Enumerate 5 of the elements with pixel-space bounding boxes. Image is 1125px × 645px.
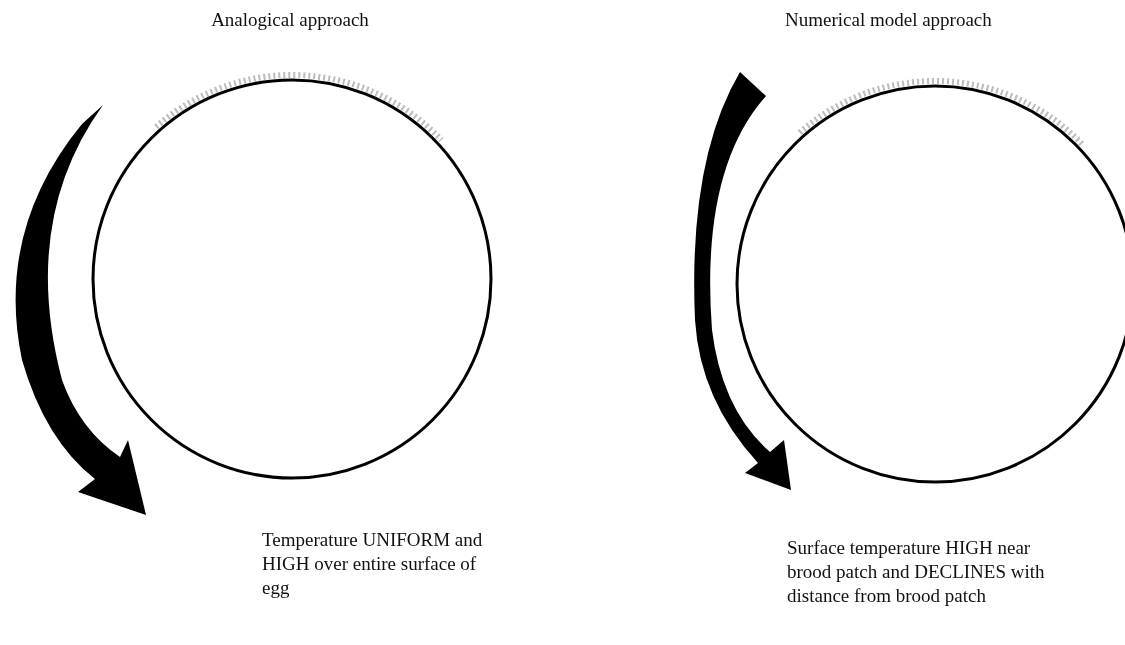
egg-circle: [89, 76, 495, 482]
panel-title: Analogical approach: [210, 8, 370, 32]
caption-text: Surface temperature HIGH near brood patch and DECLINES with distance from brood patch: [787, 536, 1046, 608]
caption-text: Temperature UNIFORM and HIGH over entire surface of egg: [262, 528, 484, 600]
panel-title: Numerical model approach: [785, 8, 993, 32]
